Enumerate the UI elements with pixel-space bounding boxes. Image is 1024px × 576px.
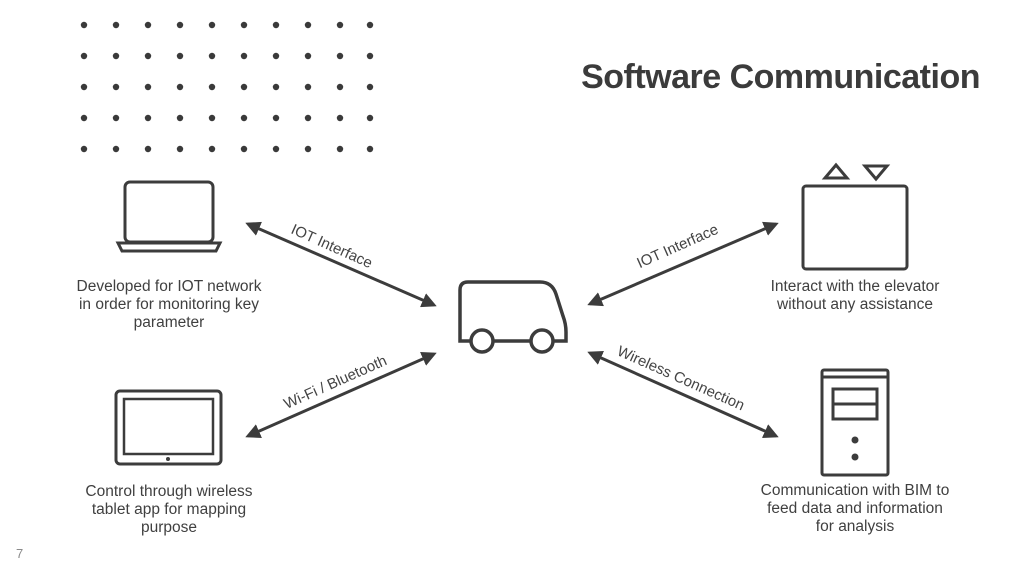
connector-server-vehicle xyxy=(587,351,779,438)
grid-dot xyxy=(80,114,88,122)
grid-dot xyxy=(304,145,312,153)
grid-dot xyxy=(336,145,344,153)
grid-dot xyxy=(144,145,152,153)
grid-dot xyxy=(80,21,88,29)
grid-dot xyxy=(208,52,216,60)
connector-tablet-vehicle xyxy=(245,351,437,439)
connector-elevator-vehicle xyxy=(587,221,779,307)
grid-dot xyxy=(272,114,280,122)
grid-dot xyxy=(366,114,374,122)
slide-title: Software Communication xyxy=(581,58,980,96)
grid-dot xyxy=(112,145,120,153)
grid-dot xyxy=(144,83,152,91)
grid-dot xyxy=(144,114,152,122)
elevator-icon xyxy=(801,162,909,271)
grid-dot xyxy=(336,21,344,29)
grid-dot xyxy=(336,83,344,91)
grid-dot xyxy=(80,52,88,60)
grid-dot xyxy=(112,114,120,122)
grid-dot xyxy=(366,21,374,29)
elevator-caption: Interact with the elevator without any a… xyxy=(770,278,940,313)
grid-dot xyxy=(176,52,184,60)
grid-dot xyxy=(240,145,248,153)
grid-dot xyxy=(112,21,120,29)
grid-dot xyxy=(208,83,216,91)
grid-dot xyxy=(272,145,280,153)
grid-dot xyxy=(272,83,280,91)
grid-dot xyxy=(272,52,280,60)
server-caption: Communication with BIM to feed data and … xyxy=(760,482,950,535)
connector-laptop-vehicle xyxy=(245,221,437,308)
vehicle-icon xyxy=(458,280,568,354)
grid-dot xyxy=(304,83,312,91)
grid-dot xyxy=(240,52,248,60)
grid-dot xyxy=(240,114,248,122)
grid-dot xyxy=(176,114,184,122)
grid-dot xyxy=(208,114,216,122)
grid-dot xyxy=(176,21,184,29)
grid-dot xyxy=(80,145,88,153)
grid-dot xyxy=(112,83,120,91)
grid-dot xyxy=(366,52,374,60)
tablet-caption: Control through wireless tablet app for … xyxy=(85,483,253,536)
laptop-icon xyxy=(115,180,223,253)
decorative-dot-grid xyxy=(80,21,374,153)
grid-dot xyxy=(80,83,88,91)
server-tower-icon xyxy=(820,368,890,477)
grid-dot xyxy=(176,145,184,153)
grid-dot xyxy=(240,21,248,29)
grid-dot xyxy=(366,145,374,153)
grid-dot xyxy=(208,145,216,153)
grid-dot xyxy=(144,52,152,60)
grid-dot xyxy=(240,83,248,91)
grid-dot xyxy=(176,83,184,91)
grid-dot xyxy=(336,114,344,122)
grid-dot xyxy=(304,114,312,122)
grid-dot xyxy=(336,52,344,60)
page-number: 7 xyxy=(16,546,24,561)
grid-dot xyxy=(144,21,152,29)
grid-dot xyxy=(366,83,374,91)
grid-dot xyxy=(112,52,120,60)
grid-dot xyxy=(304,21,312,29)
grid-dot xyxy=(272,21,280,29)
laptop-caption: Developed for IOT network in order for m… xyxy=(76,278,262,331)
grid-dot xyxy=(304,52,312,60)
tablet-icon xyxy=(114,389,223,466)
grid-dot xyxy=(208,21,216,29)
